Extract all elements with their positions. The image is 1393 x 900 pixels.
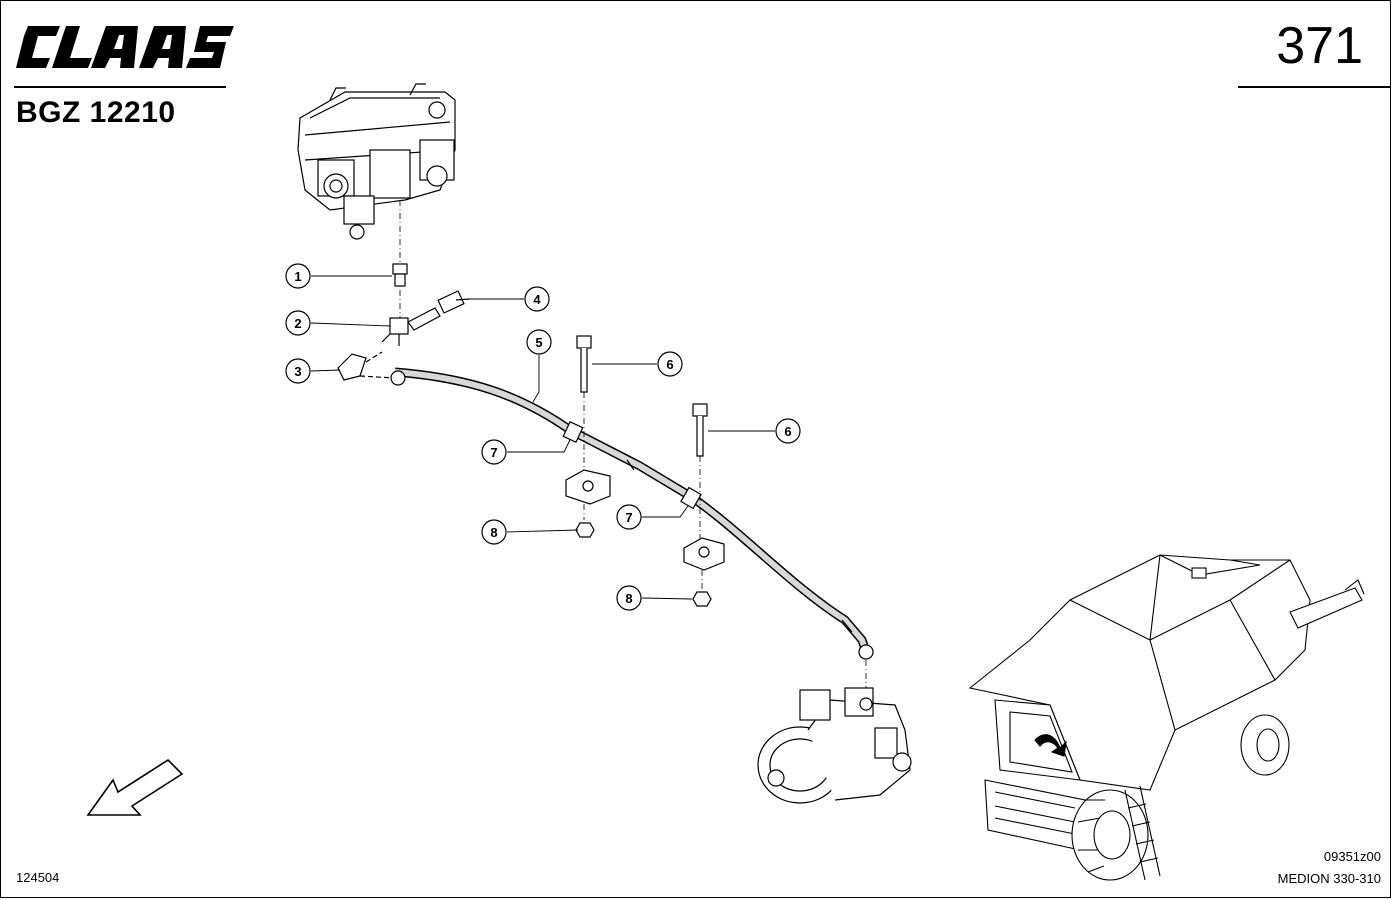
direction-arrow-icon [86, 758, 184, 816]
model-name: MEDION 330-310 [1277, 871, 1381, 886]
svg-text:3: 3 [294, 364, 301, 379]
svg-text:7: 7 [625, 510, 632, 525]
bolt-6-a [576, 335, 592, 470]
clamp-block-a [565, 469, 611, 505]
adapter-4 [407, 290, 471, 331]
svg-text:8: 8 [625, 591, 632, 606]
nut-8-b [692, 570, 712, 607]
callout-group: 1 2 3 4 5 6 6 7 [285, 263, 801, 611]
callout-1: 1 [285, 263, 311, 289]
svg-text:1: 1 [294, 269, 301, 284]
callout-8-a: 8 [481, 519, 507, 545]
page-number: 371 [1276, 17, 1363, 75]
svg-text:7: 7 [490, 445, 497, 460]
clamp-block-b [683, 537, 725, 571]
tee-fitting-2 [381, 317, 409, 346]
svg-text:6: 6 [666, 357, 673, 372]
callout-6-a: 6 [657, 351, 683, 377]
figure-id: 124504 [16, 870, 60, 885]
svg-text:8: 8 [490, 525, 497, 540]
svg-text:2: 2 [294, 316, 301, 331]
callout-2: 2 [285, 310, 311, 336]
callout-6-b: 6 [775, 418, 801, 444]
svg-text:5: 5 [535, 335, 542, 350]
callout-3: 3 [285, 358, 311, 384]
drawing-code: 09351z00 [1323, 849, 1381, 864]
callout-7-b: 7 [616, 504, 642, 530]
logo-underline [14, 86, 226, 88]
callout-8-b: 8 [616, 585, 642, 611]
hydraulic-hose-5 [390, 367, 874, 660]
combine-harvester-illustration [968, 554, 1365, 881]
callout-4: 4 [524, 286, 550, 312]
page-number-underline [1238, 86, 1390, 88]
callout-5: 5 [526, 329, 552, 355]
control-valve-block [297, 83, 456, 240]
elbow-3 [337, 351, 396, 381]
svg-text:6: 6 [784, 424, 791, 439]
hydraulic-motor [757, 687, 912, 804]
fitting-1 [392, 263, 408, 287]
claas-logo [16, 26, 234, 68]
nut-8-a [575, 504, 595, 538]
svg-text:4: 4 [533, 292, 541, 307]
callout-7-a: 7 [481, 439, 507, 465]
group-code: BGZ 12210 [16, 96, 176, 129]
bolt-6-b [692, 403, 708, 540]
